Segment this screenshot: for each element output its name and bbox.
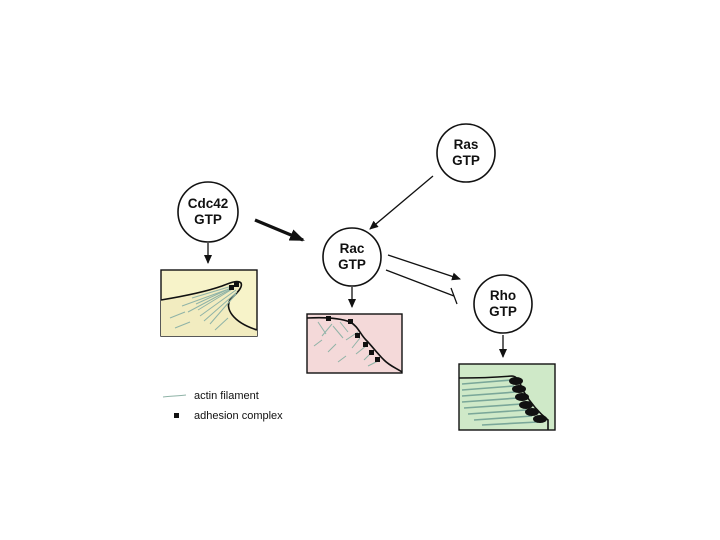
legend: actin filament adhesion complex — [163, 390, 283, 422]
node-ras-state: GTP — [452, 153, 480, 168]
lamellipodia-adhesion-3 — [355, 333, 360, 338]
node-cdc42: Cdc42 GTP — [178, 182, 238, 242]
lamellipodia-adhesion-4 — [363, 342, 368, 347]
node-rac-state: GTP — [338, 257, 366, 272]
lamellipodia-adhesion-5 — [369, 350, 374, 355]
lamellipodia-adhesion-1 — [326, 316, 331, 321]
legend-actin-label: actin filament — [194, 390, 259, 402]
node-rac: Rac GTP — [323, 228, 381, 286]
node-ras-name: Ras — [454, 137, 479, 152]
lamellipodia-adhesion-2 — [348, 319, 353, 324]
stress-fiber-adhesion-1 — [509, 377, 523, 385]
node-cdc42-state: GTP — [194, 212, 222, 227]
legend-adhesion-swatch — [174, 413, 179, 418]
legend-adhesion-label: adhesion complex — [194, 410, 283, 422]
lamellipodia-adhesion-6 — [375, 357, 380, 362]
legend-actin-swatch — [163, 395, 186, 397]
filopodia-adhesion-1 — [229, 285, 234, 290]
filopodia-adhesion-2 — [234, 282, 239, 287]
stress-fiber-adhesion-5 — [525, 408, 539, 416]
filopodia-panel — [161, 270, 257, 336]
stress-fiber-panel — [459, 364, 555, 430]
stress-fiber-adhesion-3 — [515, 393, 529, 401]
node-rho: Rho GTP — [474, 275, 532, 333]
stress-fiber-adhesion-2 — [512, 385, 526, 393]
node-rac-name: Rac — [340, 241, 365, 256]
node-ras: Ras GTP — [437, 124, 495, 182]
cdc42-to-rac-arrow — [255, 220, 303, 240]
stress-fiber-adhesion-4 — [519, 401, 533, 409]
lamellipodia-panel — [307, 314, 402, 373]
stress-fiber-adhesion-6 — [533, 415, 547, 423]
ras-to-rac-arrow — [370, 176, 433, 229]
node-rho-state: GTP — [489, 304, 517, 319]
node-rho-name: Rho — [490, 288, 516, 303]
node-cdc42-name: Cdc42 — [188, 196, 229, 211]
